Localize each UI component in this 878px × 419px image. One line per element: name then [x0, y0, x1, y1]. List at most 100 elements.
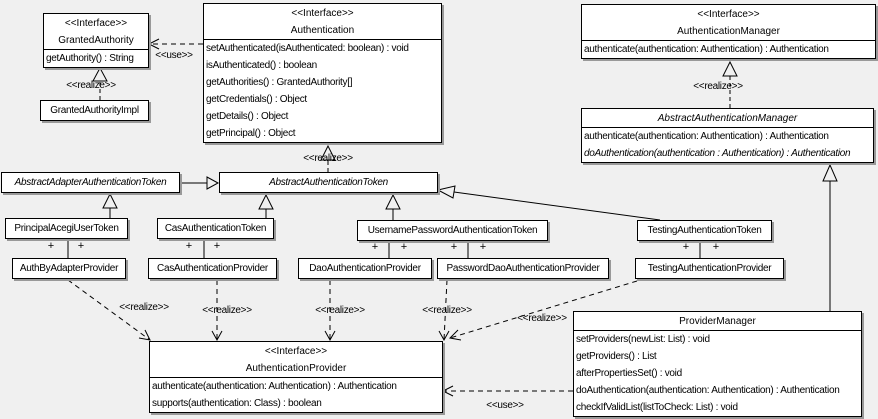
- class-name: AbstractAdapterAuthenticationToken: [14, 177, 167, 188]
- edge-gen-providermanager: [822, 163, 838, 311]
- method: setProviders(newList: List) : void: [576, 334, 710, 345]
- edge-label-realize: <<realize>>: [119, 302, 169, 313]
- method: doAuthentication(authentication: Authent…: [576, 385, 840, 396]
- method: getCredentials() : Object: [206, 94, 307, 105]
- class-title: AbstractAuthenticationManager: [582, 109, 873, 127]
- edge-realize-abstractauthenticationtoken: [320, 144, 336, 172]
- class-name: TestingAuthenticationToken: [647, 225, 762, 236]
- edge-label-realize: <<realize>>: [202, 305, 252, 316]
- class-name: PasswordDaoAuthenticationProvider: [446, 263, 600, 274]
- class-name: GrantedAuthorityImpl: [50, 105, 139, 116]
- edge-label-realize: <<realize>>: [315, 305, 365, 316]
- edge-label-realize: <<realize>>: [693, 81, 743, 92]
- edge-label-realize: <<realize>>: [303, 153, 353, 164]
- assoc-plus-label: +: [682, 241, 690, 253]
- class-cas-authentication-token: CasAuthenticationToken: [157, 218, 274, 239]
- assoc-plus-label: +: [371, 241, 379, 253]
- method: authenticate(authentication: Authenticat…: [152, 381, 397, 392]
- class-name: AuthByAdapterProvider: [19, 263, 119, 274]
- assoc-plus-label: +: [712, 241, 720, 253]
- class-title: <<Interface>> Authentication: [204, 4, 441, 39]
- class-title: ProviderManager: [574, 312, 861, 330]
- method: getProviders() : List: [576, 351, 657, 362]
- class-name: Authentication: [290, 25, 355, 36]
- class-name: AbstractAuthenticationManager: [657, 113, 798, 124]
- method-list: getAuthority() : String: [44, 49, 148, 67]
- edge-label-use: <<use>>: [486, 400, 524, 411]
- method-list: authenticate(authentication: Authenticat…: [582, 40, 875, 58]
- class-abstract-authentication-manager: AbstractAuthenticationManager authentica…: [581, 108, 874, 163]
- method: getPrincipal() : Object: [206, 128, 296, 139]
- edge-use-providermanager-authenticationprovider: [441, 385, 573, 397]
- class-password-dao-authentication-provider: PasswordDaoAuthenticationProvider: [437, 258, 609, 279]
- class-title: <<Interface>> AuthenticationManager: [582, 5, 875, 40]
- edge-realize-grantedauthorityimpl: [92, 66, 108, 100]
- edge-gen-usernamepasswordtoken: [385, 193, 401, 220]
- method: getAuthority() : String: [46, 53, 134, 64]
- edge-gen-casauthenticationtoken: [258, 193, 274, 218]
- class-authentication: <<Interface>> Authentication setAuthenti…: [203, 3, 442, 143]
- class-testing-authentication-token: TestingAuthenticationToken: [637, 220, 772, 241]
- edge-label-realize: <<realize>>: [422, 305, 472, 316]
- edge-realize-testingauthenticationprovider: [448, 280, 638, 341]
- method: authenticate(authentication: Authenticat…: [584, 44, 829, 55]
- class-title: <<Interface>> GrantedAuthority: [44, 14, 148, 49]
- class-principal-acegi-user-token: PrincipalAcegiUserToken: [5, 218, 128, 239]
- method: isAuthenticated() : boolean: [206, 60, 317, 71]
- method: checkIfValidList(listToCheck: List) : vo…: [576, 402, 738, 413]
- stereotype-label: <<Interface>>: [291, 8, 354, 19]
- class-name: PrincipalAcegiUserToken: [14, 223, 119, 234]
- class-authentication-provider: <<Interface>> AuthenticationProvider aut…: [149, 341, 443, 413]
- method: doAuthentication(authentication : Authen…: [584, 148, 851, 159]
- edge-label-realize: <<realize>>: [66, 80, 116, 91]
- stereotype-label: <<Interface>>: [64, 18, 128, 29]
- class-name: UsernamePasswordAuthenticationToken: [367, 225, 538, 236]
- edge-label-use: <<use>>: [155, 50, 193, 61]
- class-auth-by-adapter-provider: AuthByAdapterProvider: [12, 258, 126, 279]
- class-testing-authentication-provider: TestingAuthenticationProvider: [635, 258, 784, 279]
- assoc-plus-label: +: [185, 240, 193, 252]
- class-dao-authentication-provider: DaoAuthenticationProvider: [298, 258, 432, 279]
- class-username-password-authentication-token: UsernamePasswordAuthenticationToken: [357, 220, 548, 241]
- class-granted-authority: <<Interface>> GrantedAuthority getAuthor…: [43, 13, 149, 68]
- class-name: AbstractAuthenticationToken: [269, 177, 388, 188]
- class-name: GrantedAuthority: [58, 35, 134, 46]
- class-cas-authentication-provider: CasAuthenticationProvider: [148, 258, 277, 279]
- assoc-plus-label: +: [400, 241, 408, 253]
- method-list: authenticate(authentication: Authenticat…: [582, 127, 873, 162]
- edge-realize-authbyadapterprovider: [67, 279, 151, 341]
- stereotype-label: <<Interface>>: [697, 9, 760, 20]
- method: afterPropertiesSet() : void: [576, 368, 682, 379]
- method: authenticate(authentication: Authenticat…: [584, 131, 829, 142]
- class-authentication-manager: <<Interface>> AuthenticationManager auth…: [581, 4, 876, 59]
- class-title: <<Interface>> AuthenticationProvider: [150, 342, 442, 377]
- class-abstract-authentication-token: AbstractAuthenticationToken: [219, 172, 438, 193]
- edge-realize-daoauthenticationprovider: [324, 280, 336, 342]
- class-granted-authority-impl: GrantedAuthorityImpl: [40, 100, 149, 121]
- edge-label-realize: <<realize>>: [517, 313, 567, 324]
- class-name: CasAuthenticationToken: [164, 223, 267, 234]
- class-provider-manager: ProviderManager setProviders(newList: Li…: [573, 311, 862, 417]
- edge-gen-principalacegiusertoken: [102, 192, 118, 218]
- edge-gen-abstractadapter-token: [179, 176, 220, 190]
- edge-realize-abstractauthenticationmanager: [722, 60, 738, 108]
- class-name: ProviderManager: [679, 316, 756, 327]
- class-name: AuthenticationProvider: [245, 363, 347, 374]
- assoc-plus-label: +: [47, 240, 55, 252]
- edge-use-authentication-grantedauthority: [147, 38, 203, 50]
- class-abstract-adapter-authentication-token: AbstractAdapterAuthenticationToken: [1, 172, 180, 193]
- class-name: DaoAuthenticationProvider: [309, 263, 421, 274]
- assoc-plus-label: +: [450, 241, 458, 253]
- assoc-plus-label: +: [479, 241, 487, 253]
- class-name: TestingAuthenticationProvider: [647, 263, 772, 274]
- class-name: CasAuthenticationProvider: [157, 263, 268, 274]
- method: supports(authentication: Class) : boolea…: [152, 398, 322, 409]
- assoc-plus-label: +: [213, 240, 221, 252]
- class-name: AuthenticationManager: [677, 26, 780, 37]
- method: getDetails() : Object: [206, 111, 289, 122]
- edge-realize-passworddaoprovider: [438, 279, 450, 342]
- method-list: setProviders(newList: List) : void getPr…: [574, 330, 861, 416]
- assoc-plus-label: +: [77, 240, 85, 252]
